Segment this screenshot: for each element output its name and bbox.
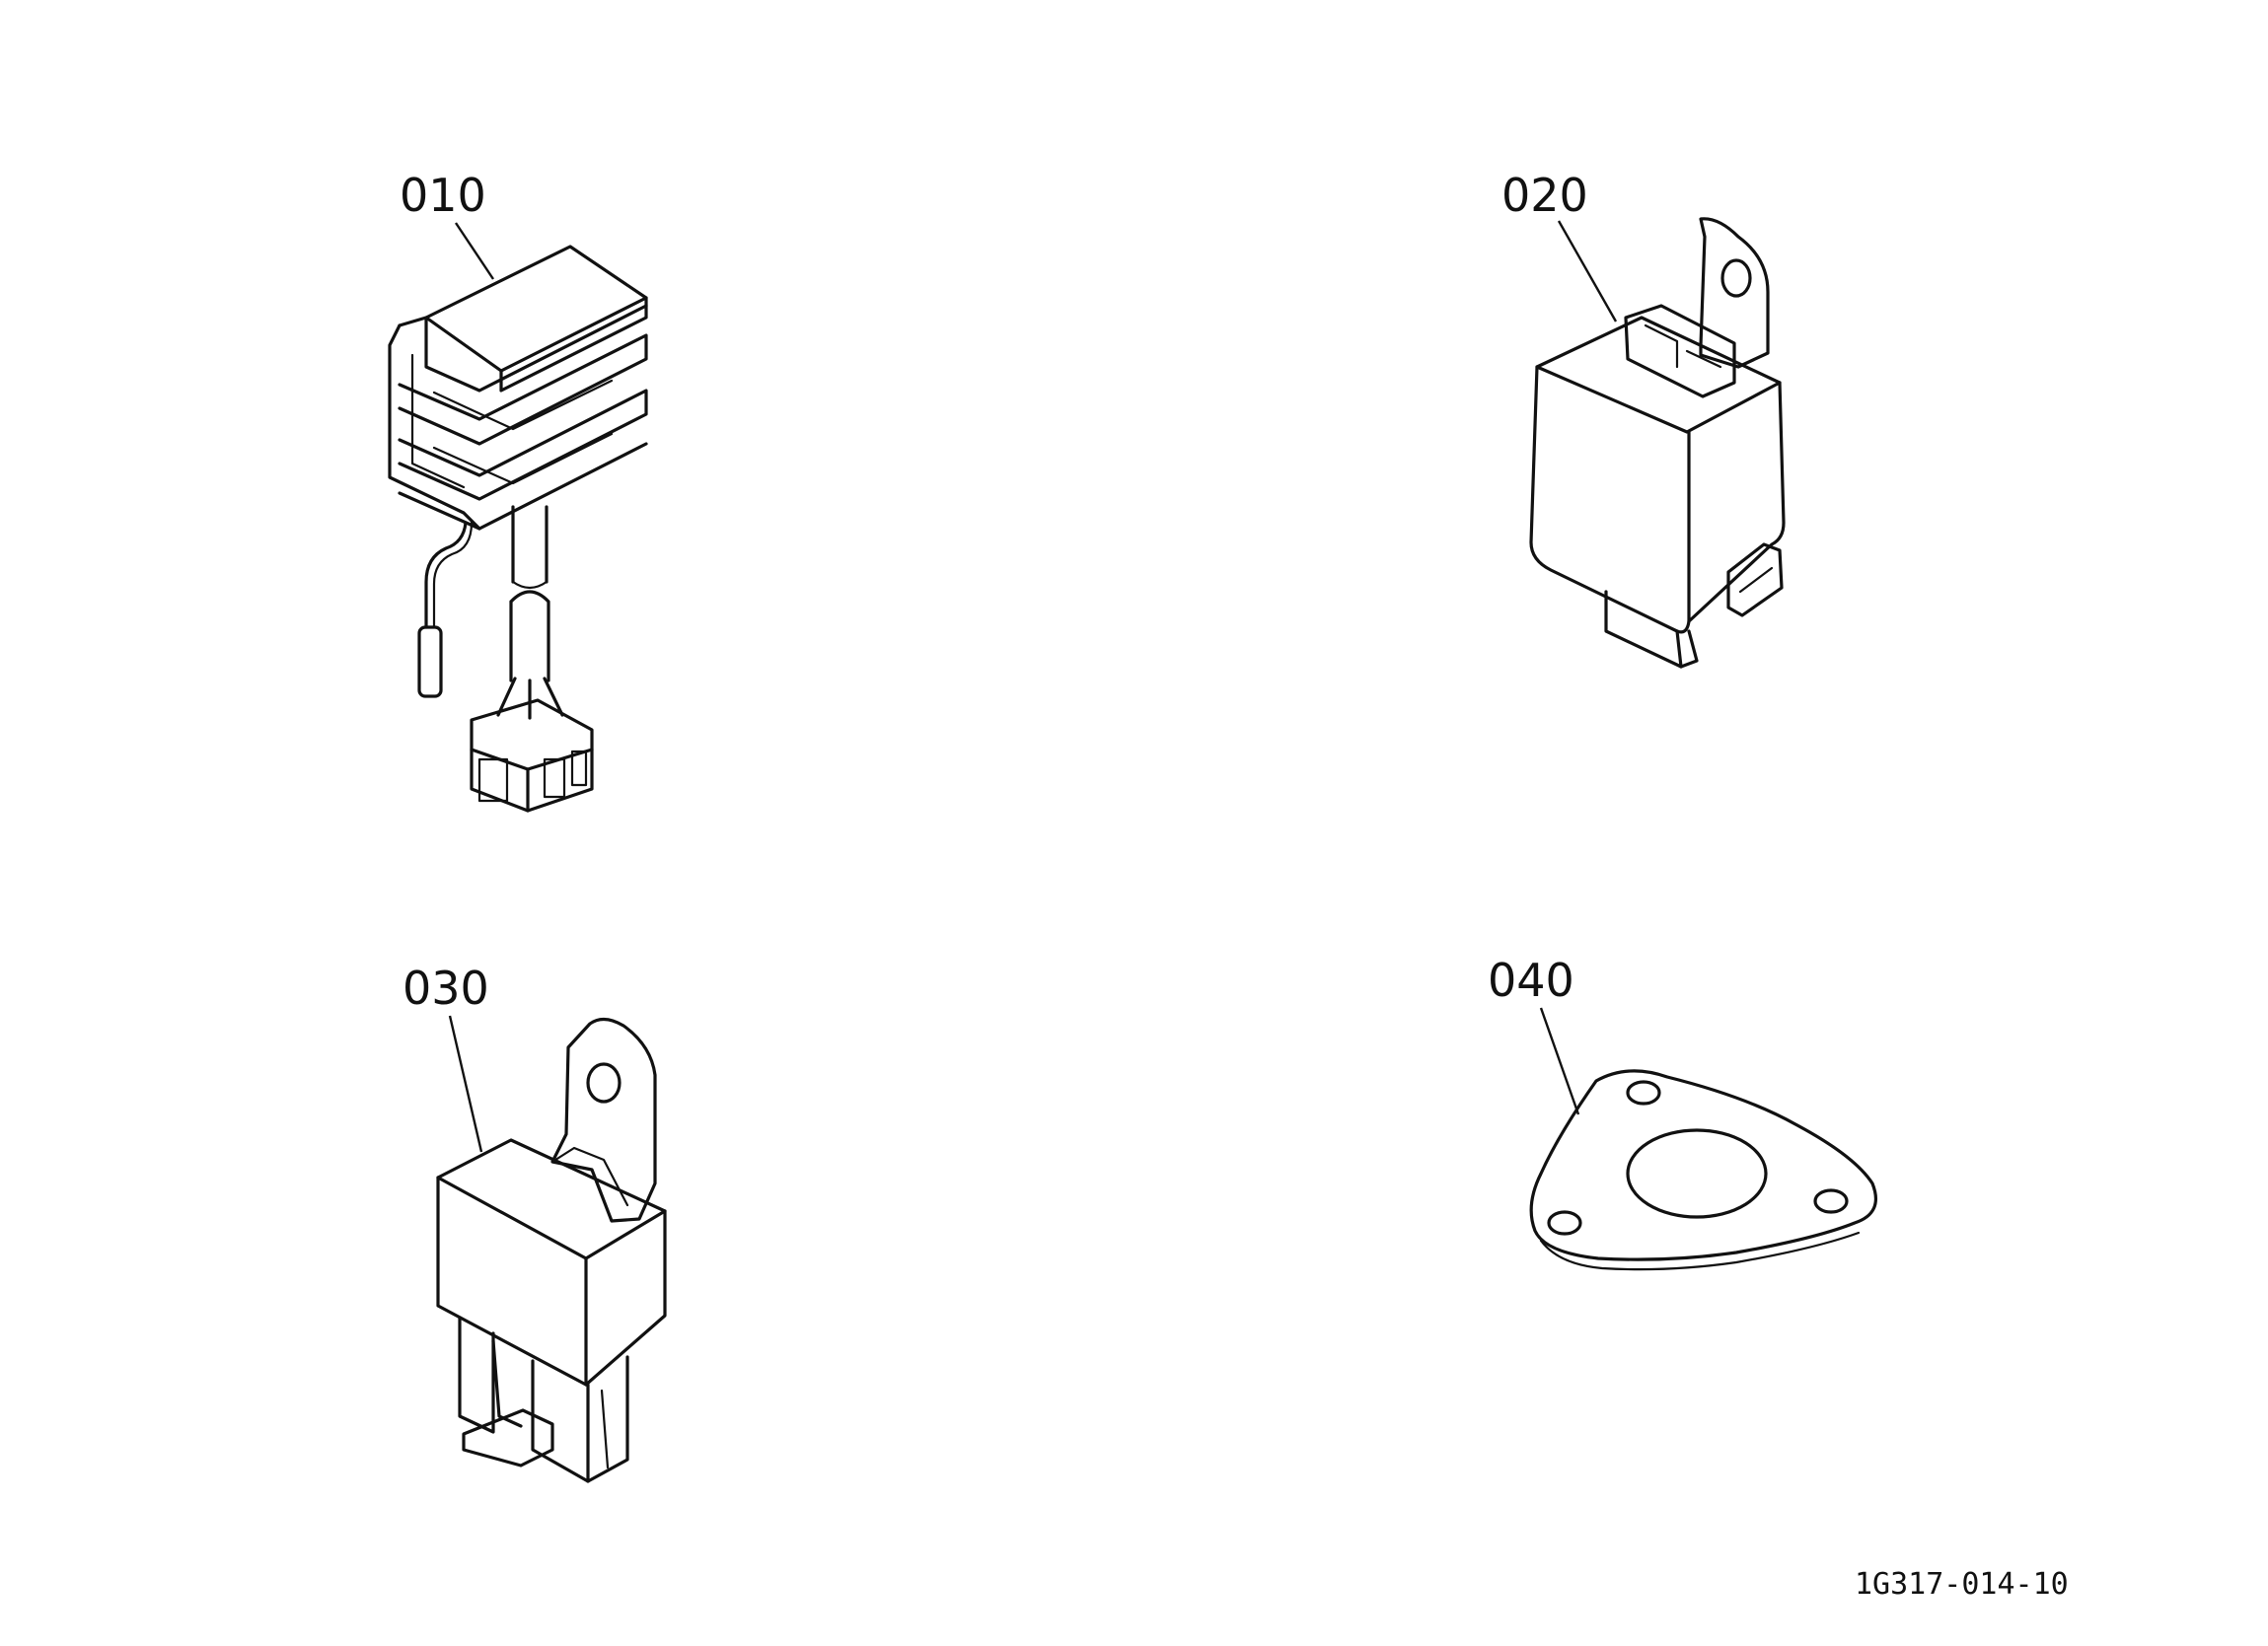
leader-040 <box>1539 1007 1580 1115</box>
callout-040: 040 <box>1488 954 1574 1007</box>
callout-030: 030 <box>402 962 489 1015</box>
leader-030 <box>448 1015 483 1153</box>
part-010-regulator: 010 <box>388 169 648 813</box>
leader-020 <box>1557 220 1618 322</box>
part-030-relay: 030 <box>402 962 667 1483</box>
part-020-relay: 020 <box>1501 169 1786 669</box>
callout-010: 010 <box>400 169 486 222</box>
part-040-gasket: 040 <box>1488 954 1877 1271</box>
callout-020: 020 <box>1501 169 1588 222</box>
figure-reference: 1G317-014-10 <box>1855 1567 2069 1602</box>
leader-010 <box>455 222 494 280</box>
